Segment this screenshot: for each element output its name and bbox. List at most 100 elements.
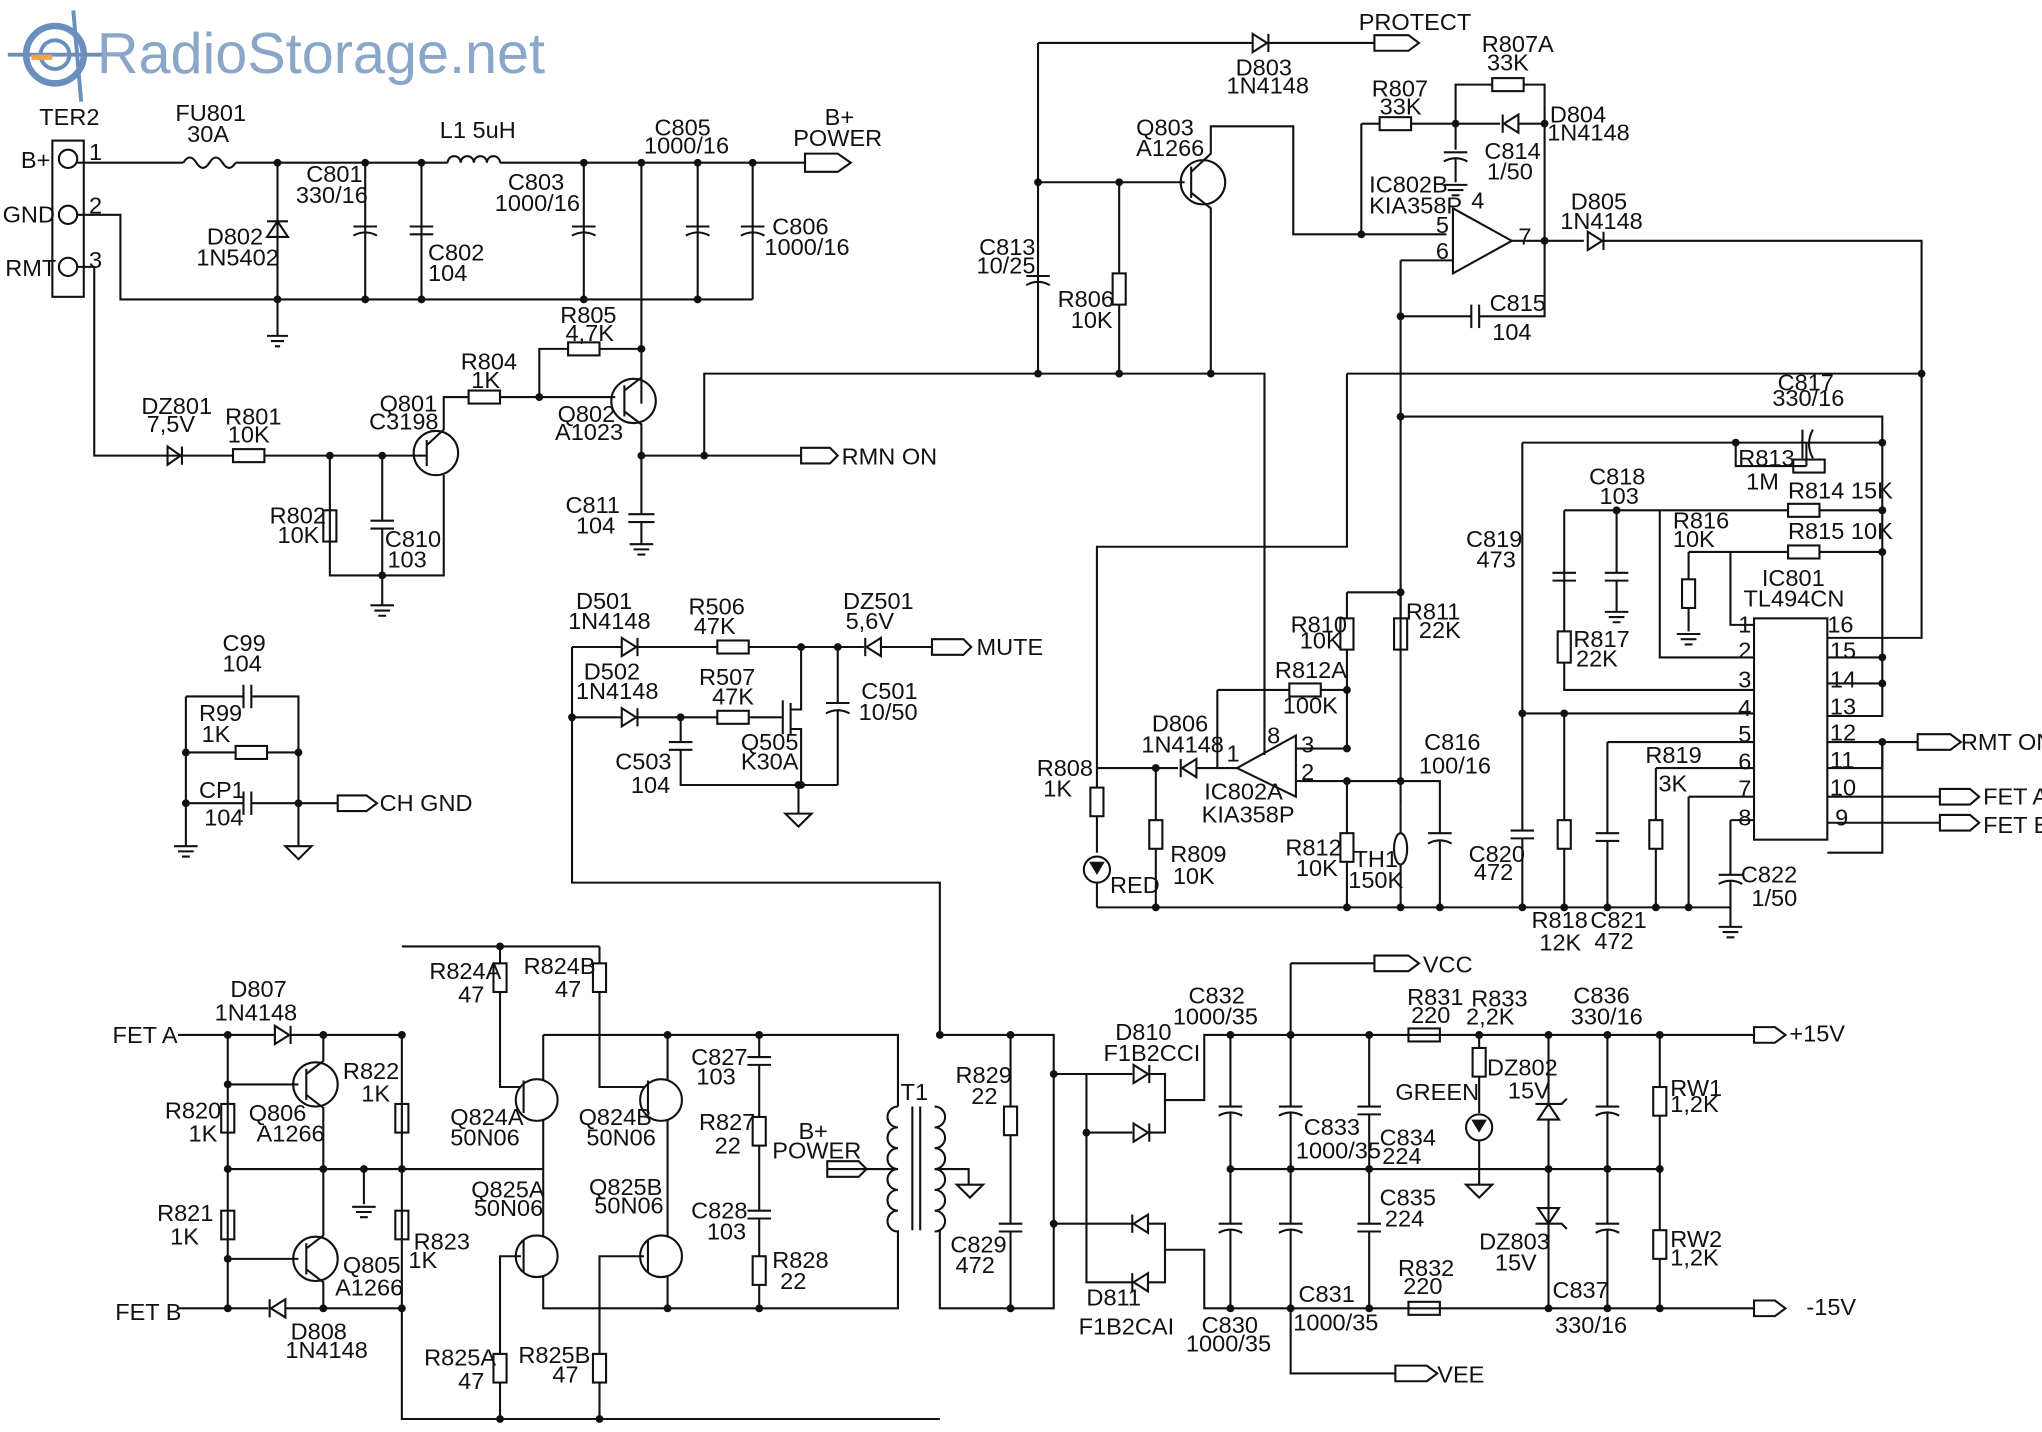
watermark-text: RadioStorage.net — [97, 22, 545, 86]
label-q802: Q802 — [558, 401, 616, 427]
label-c818v: 103 — [1600, 483, 1639, 509]
label-c816v: 100/16 — [1419, 752, 1491, 778]
label-dz801v: 7,5V — [147, 411, 196, 437]
label-d803v: 1N4148 — [1227, 73, 1309, 99]
label-fu801v: 30A — [187, 121, 229, 147]
label-r813: R813 — [1738, 445, 1794, 471]
label-c806v: 1000/16 — [764, 234, 849, 260]
label-tl6: 6 — [1738, 748, 1751, 774]
label-r802: R802 — [270, 502, 326, 528]
label-d502v: 1N4148 — [576, 678, 658, 704]
label-rmnon: RMN ON — [842, 444, 937, 470]
label-c830: C830 — [1202, 1312, 1258, 1338]
label-tl4: 4 — [1738, 695, 1751, 721]
label-tl3: 3 — [1738, 666, 1751, 692]
label-vee: VEE — [1437, 1362, 1484, 1388]
label-r816: R816 — [1673, 508, 1729, 534]
label-q801v: C3198 — [369, 409, 438, 435]
label-dz801: DZ801 — [141, 393, 212, 419]
label-cp1: CP1 — [199, 777, 245, 803]
label-q803v: A1266 — [1136, 135, 1204, 161]
label-r821v: 1K — [170, 1224, 199, 1250]
label-c821v: 472 — [1594, 928, 1633, 954]
label-q824av: 50N06 — [450, 1125, 519, 1151]
label-r812v: 10K — [1296, 855, 1338, 881]
label-r807av: 33K — [1487, 49, 1529, 75]
label-c822v: 1/50 — [1751, 885, 1797, 911]
label-r808v: 1K — [1043, 776, 1072, 802]
label-c99v: 104 — [223, 651, 262, 677]
label-c805v: 1000/16 — [644, 133, 729, 159]
label-d805: D805 — [1571, 189, 1627, 215]
label-r506: R506 — [689, 594, 745, 620]
label-th1v: 150K — [1348, 867, 1403, 893]
label-r819: R819 — [1645, 742, 1701, 768]
label-dz802: DZ802 — [1487, 1054, 1558, 1080]
label-r804: R804 — [461, 349, 517, 375]
label-c801v: 330/16 — [296, 182, 368, 208]
label-r99: R99 — [199, 700, 242, 726]
label-ic802a: IC802A — [1204, 778, 1283, 804]
label-r807v: 33K — [1380, 94, 1422, 120]
label-c820v: 472 — [1474, 859, 1513, 885]
label-tr12: 12 — [1830, 720, 1856, 746]
label-r818: R818 — [1532, 907, 1588, 933]
label-fu801: FU801 — [175, 100, 246, 126]
label-c835v: 224 — [1385, 1205, 1424, 1231]
wires — [51, 31, 1981, 1423]
label-green: GREEN — [1395, 1079, 1479, 1105]
label-tr15: 15 — [1830, 638, 1856, 664]
label-ic802av: KIA358P — [1202, 802, 1295, 828]
label-p7: 7 — [1518, 224, 1531, 250]
label-r506v: 47K — [694, 613, 736, 639]
label-c503v: 104 — [631, 772, 670, 798]
label-r812: R812 — [1285, 834, 1341, 860]
label-r811: R811 — [1406, 599, 1461, 625]
label-protect: PROTECT — [1359, 9, 1472, 35]
label-r809: R809 — [1170, 841, 1226, 867]
label-c832v: 1000/35 — [1173, 1004, 1258, 1030]
label-c832: C832 — [1189, 983, 1245, 1009]
label-r807a: R807A — [1482, 31, 1554, 57]
label-dz803: DZ803 — [1479, 1229, 1550, 1255]
label-ic802bv: KIA358P — [1369, 193, 1462, 219]
label-p5: 5 — [1436, 212, 1449, 238]
label-c827v: 103 — [696, 1063, 735, 1089]
label-c836: C836 — [1573, 983, 1629, 1009]
label-c821: C821 — [1590, 907, 1646, 933]
label-c813v: 10/25 — [976, 252, 1035, 278]
label-m15v: -15V — [1806, 1294, 1856, 1320]
label-r801v: 10K — [228, 422, 270, 448]
label-p3: 3 — [1301, 732, 1314, 758]
label-tl2: 2 — [1738, 638, 1751, 664]
label-q802v: A1023 — [555, 419, 623, 445]
label-r828v: 22 — [780, 1268, 806, 1294]
label-c835: C835 — [1380, 1185, 1436, 1211]
label-r823: R823 — [414, 1229, 470, 1255]
label-pin3: 3 — [89, 247, 102, 273]
label-r809v: 10K — [1173, 863, 1215, 889]
label-c833: C833 — [1304, 1114, 1360, 1140]
label-chgnd: CH GND — [380, 790, 473, 816]
label-c817v: 330/16 — [1772, 385, 1844, 411]
label-r824b: R824B — [524, 953, 596, 979]
label-r824bv: 47 — [555, 976, 581, 1002]
label-r827: R827 — [699, 1109, 755, 1135]
label-d810: D810 — [1115, 1019, 1171, 1045]
label-rw2: RW2 — [1670, 1226, 1722, 1252]
label-t1: T1 — [901, 1079, 928, 1105]
label-c831: C831 — [1299, 1281, 1355, 1307]
label-tl5: 5 — [1738, 721, 1751, 747]
label-tr11: 11 — [1830, 747, 1854, 773]
label-c837: C837 — [1552, 1277, 1608, 1303]
label-ic801v: TL494CN — [1744, 586, 1845, 612]
label-tl8: 8 — [1738, 804, 1751, 830]
label-q825bv: 50N06 — [594, 1192, 663, 1218]
label-r816v: 10K — [1673, 526, 1715, 552]
watermark-logo: RadioStorage.net — [7, 10, 545, 102]
label-d502: D502 — [584, 659, 640, 685]
label-q825av: 50N06 — [474, 1195, 543, 1221]
label-d807: D807 — [230, 976, 286, 1002]
label-c834v: 224 — [1382, 1143, 1421, 1169]
